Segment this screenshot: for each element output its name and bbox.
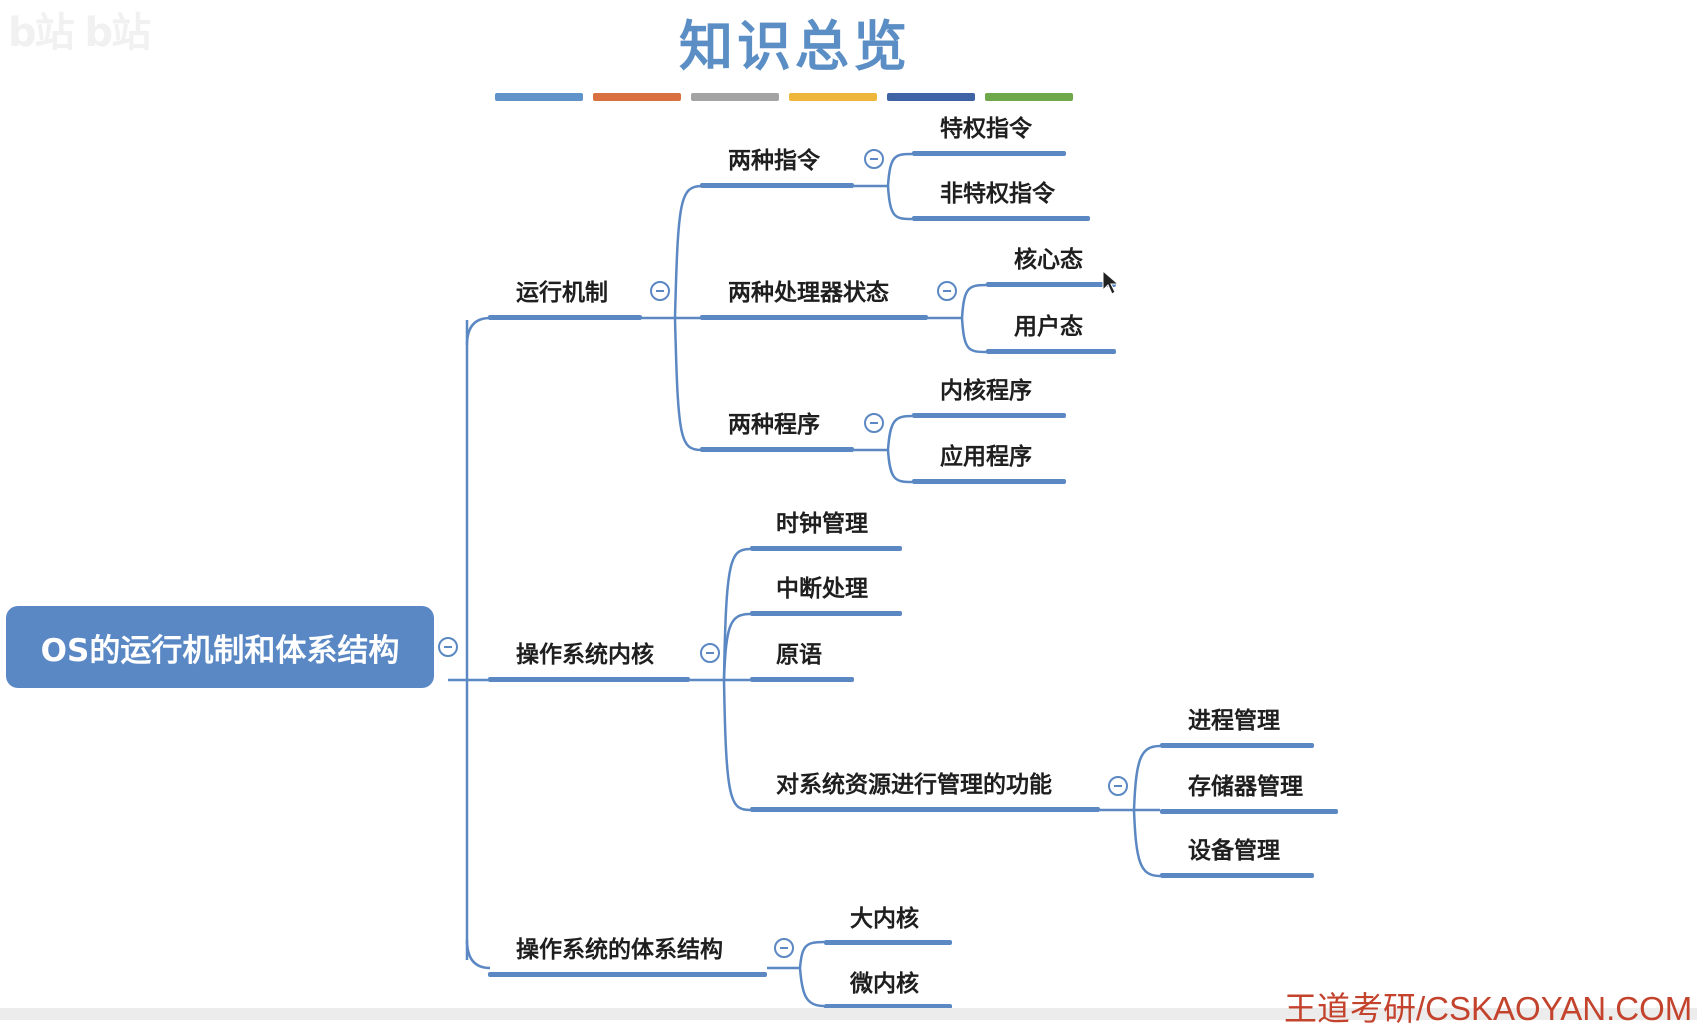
node-underline bbox=[986, 282, 1116, 287]
node-label-microkernel[interactable]: 微内核 bbox=[850, 971, 919, 997]
node-label-device-management[interactable]: 设备管理 bbox=[1188, 838, 1280, 864]
two-instructions-collapse-icon[interactable] bbox=[864, 149, 884, 169]
node-label-primitive[interactable]: 原语 bbox=[776, 642, 822, 668]
connector-root bbox=[465, 320, 469, 960]
root-node-label: OS的运行机制和体系结构 bbox=[40, 632, 400, 669]
node-underline bbox=[488, 315, 642, 320]
node-underline bbox=[1160, 873, 1314, 878]
title-color-bar-6 bbox=[985, 93, 1073, 101]
watermark-top-left: b站 b站 bbox=[8, 10, 151, 56]
node-label-kernel-program[interactable]: 内核程序 bbox=[940, 378, 1032, 404]
two-programs-collapse-icon[interactable] bbox=[864, 413, 884, 433]
node-underline bbox=[1160, 809, 1338, 814]
os-architecture-collapse-icon[interactable] bbox=[774, 938, 794, 958]
node-underline bbox=[700, 315, 928, 320]
node-underline bbox=[750, 546, 902, 551]
root-collapse-icon[interactable] bbox=[438, 637, 458, 657]
node-label-resource-management[interactable]: 对系统资源进行管理的功能 bbox=[776, 772, 1052, 798]
node-label-non-privileged-instruction[interactable]: 非特权指令 bbox=[940, 181, 1055, 207]
node-label-two-processor-states[interactable]: 两种处理器状态 bbox=[728, 280, 889, 306]
os-kernel-collapse-icon[interactable] bbox=[700, 643, 720, 663]
node-underline bbox=[912, 413, 1066, 418]
node-underline bbox=[700, 447, 854, 452]
node-label-kernel-mode[interactable]: 核心态 bbox=[1014, 247, 1083, 273]
node-underline bbox=[1160, 743, 1314, 748]
node-label-user-mode[interactable]: 用户态 bbox=[1014, 314, 1083, 340]
node-underline bbox=[700, 183, 854, 188]
node-label-two-instructions[interactable]: 两种指令 bbox=[728, 148, 820, 174]
node-underline bbox=[912, 216, 1090, 221]
two-processor-states-collapse-icon[interactable] bbox=[937, 281, 957, 301]
mindmap-root-node[interactable]: OS的运行机制和体系结构 bbox=[6, 606, 434, 688]
resource-management-collapse-icon[interactable] bbox=[1108, 776, 1128, 796]
node-label-process-management[interactable]: 进程管理 bbox=[1188, 708, 1280, 734]
node-underline bbox=[750, 611, 902, 616]
title-color-bar-2 bbox=[593, 93, 681, 101]
node-underline bbox=[750, 807, 1100, 812]
node-label-memory-management[interactable]: 存储器管理 bbox=[1188, 774, 1303, 800]
page-title: 知识总览 bbox=[679, 14, 911, 78]
node-underline bbox=[750, 677, 854, 682]
watermark-bottom-right: 王道考研/CSKAOYAN.COM bbox=[1284, 990, 1693, 1027]
bottom-strip bbox=[0, 1008, 1697, 1020]
title-color-bar-4 bbox=[789, 93, 877, 101]
node-label-os-architecture[interactable]: 操作系统的体系结构 bbox=[516, 937, 723, 963]
node-underline bbox=[912, 151, 1066, 156]
title-color-bar-1 bbox=[495, 93, 583, 101]
node-underline bbox=[824, 1004, 952, 1009]
mouse-pointer-icon bbox=[1102, 270, 1120, 295]
node-label-monolithic-kernel[interactable]: 大内核 bbox=[850, 906, 919, 932]
node-underline bbox=[986, 349, 1116, 354]
title-color-bar-5 bbox=[887, 93, 975, 101]
node-label-run-mechanism[interactable]: 运行机制 bbox=[516, 280, 608, 306]
title-color-bar-3 bbox=[691, 93, 779, 101]
run-mechanism-collapse-icon[interactable] bbox=[650, 281, 670, 301]
node-label-two-programs[interactable]: 两种程序 bbox=[728, 412, 820, 438]
node-label-clock-management[interactable]: 时钟管理 bbox=[776, 511, 868, 537]
node-underline bbox=[824, 940, 952, 945]
node-label-os-kernel[interactable]: 操作系统内核 bbox=[516, 642, 654, 668]
node-label-application-program[interactable]: 应用程序 bbox=[940, 444, 1032, 470]
node-label-privileged-instruction[interactable]: 特权指令 bbox=[940, 116, 1032, 142]
node-label-interrupt-handling[interactable]: 中断处理 bbox=[776, 576, 868, 602]
node-underline bbox=[912, 479, 1066, 484]
node-underline bbox=[488, 972, 767, 977]
node-underline bbox=[488, 677, 690, 682]
